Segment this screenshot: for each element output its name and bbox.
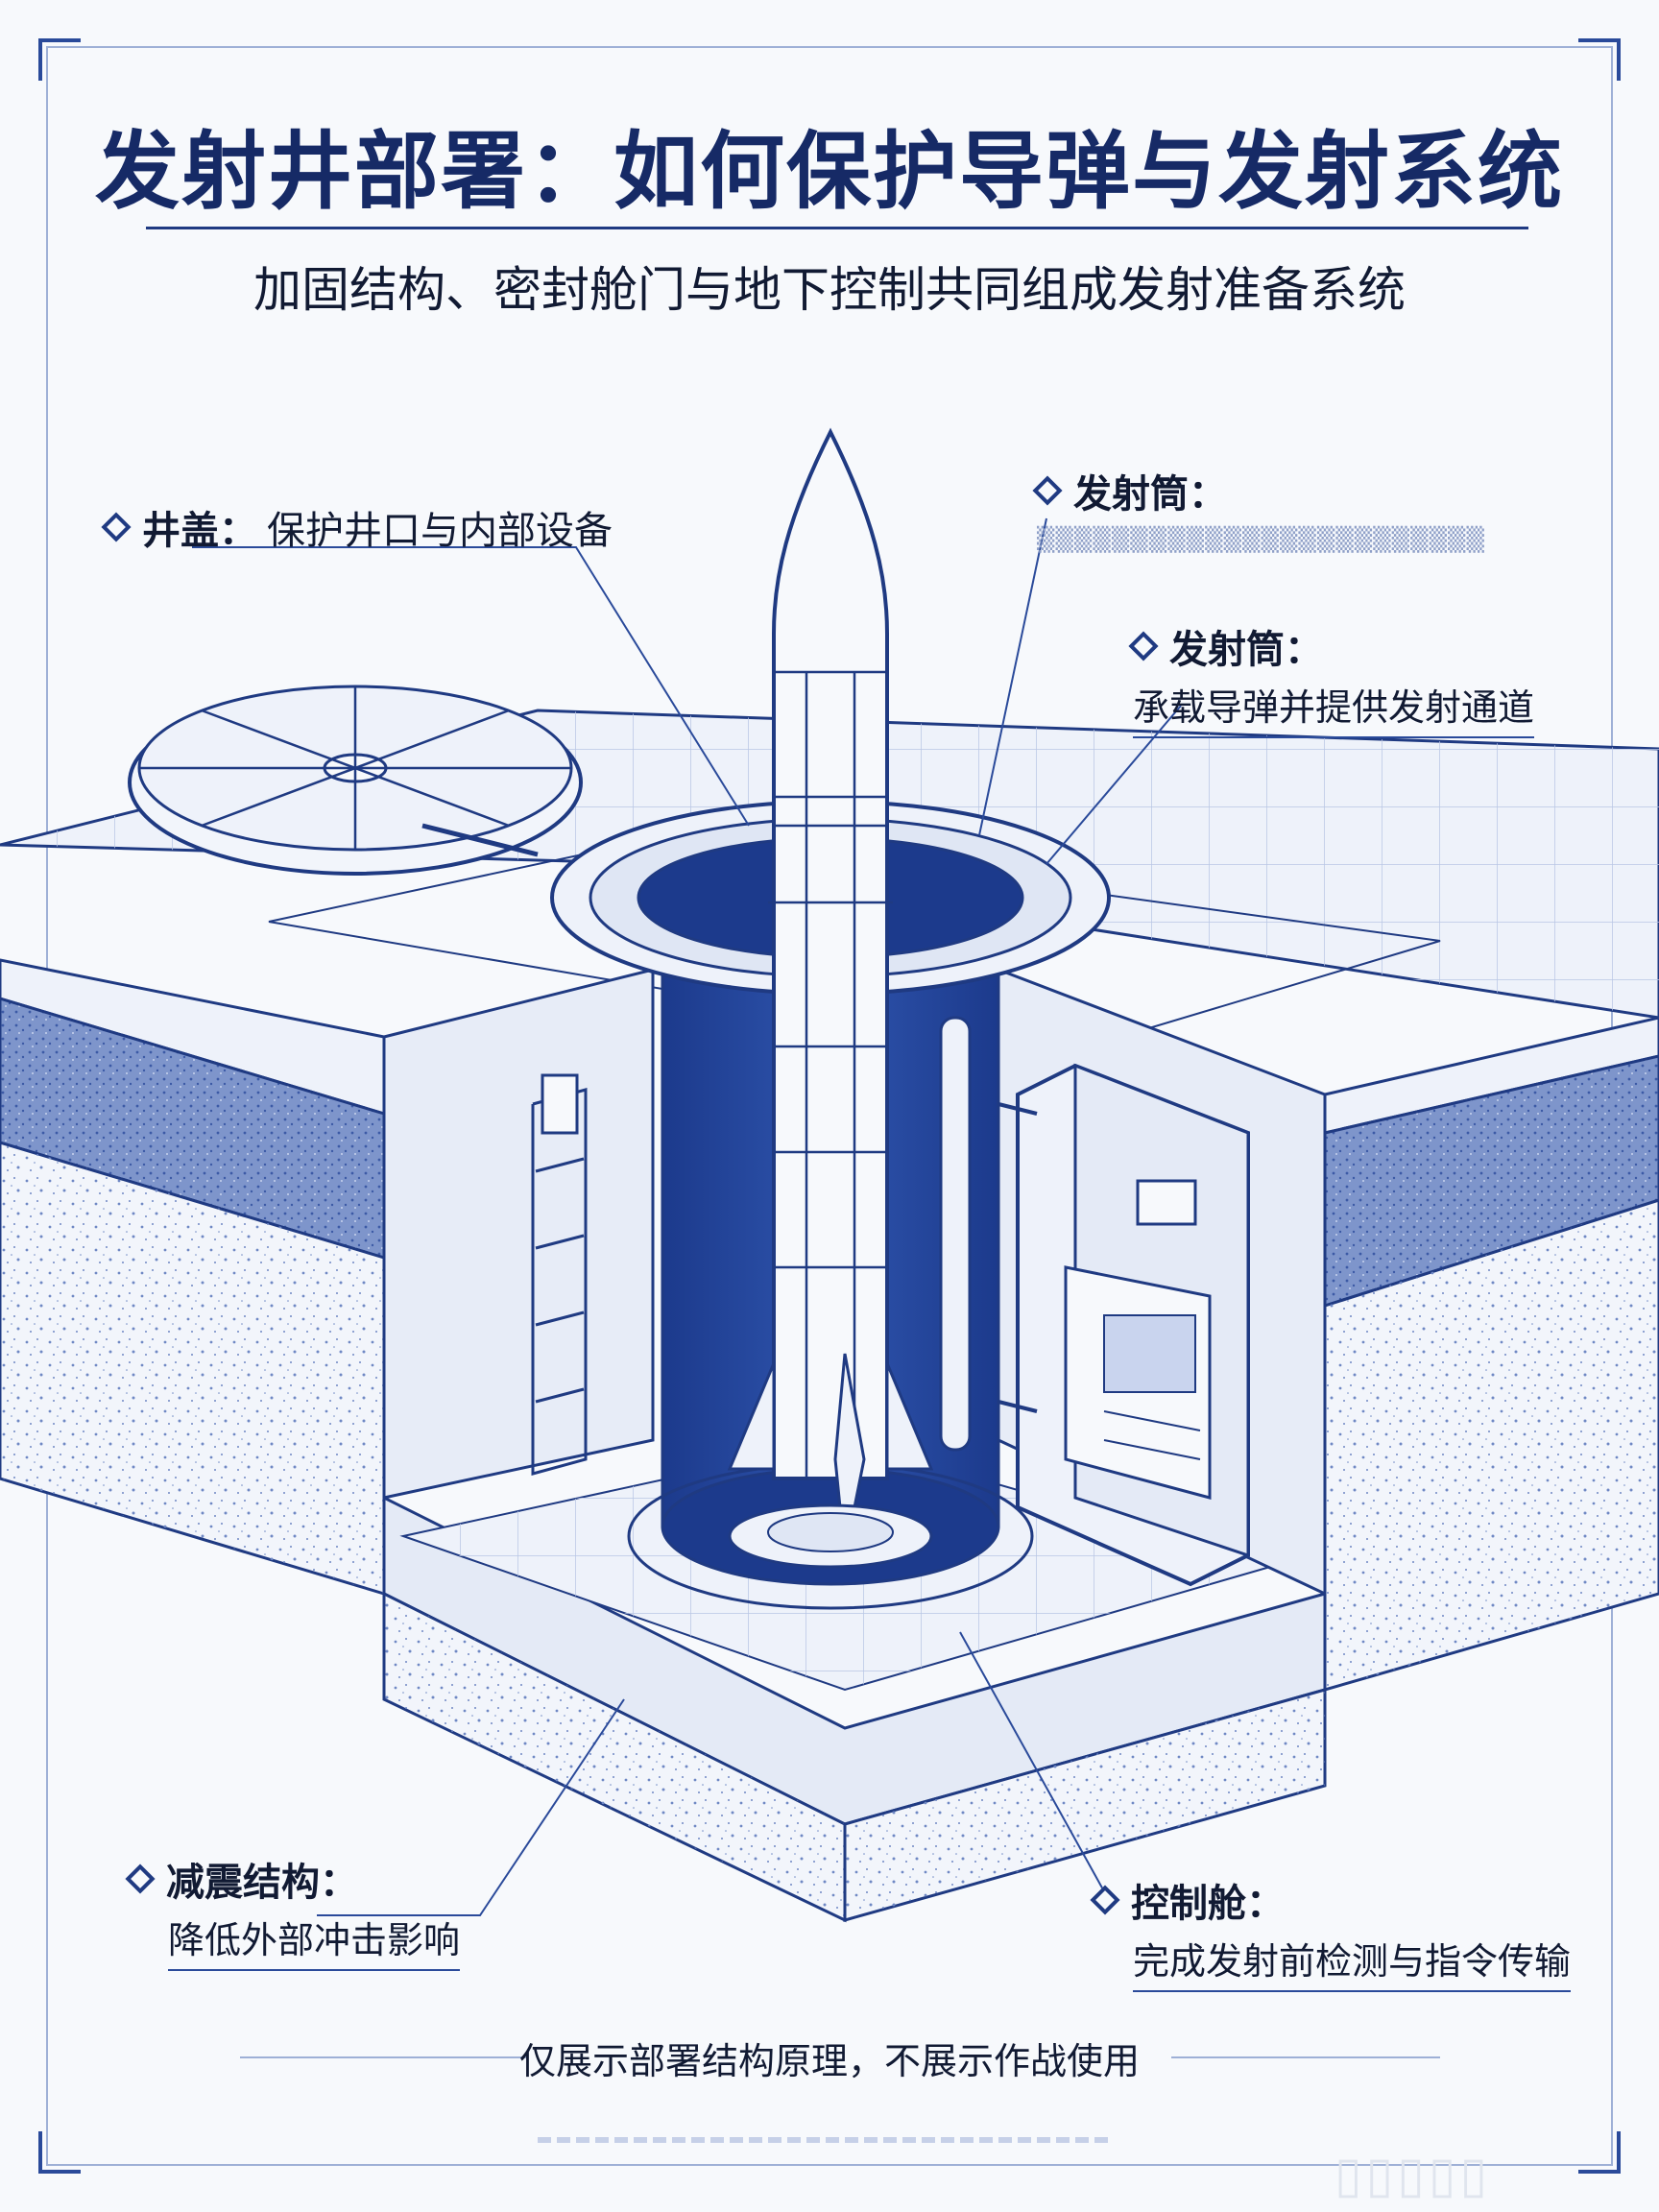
watermark: ▯▯▯▯▯	[1334, 2147, 1492, 2204]
missile	[727, 427, 934, 1569]
callout-underline	[168, 1969, 461, 1971]
diamond-bullet-icon	[1090, 1885, 1120, 1915]
callout-hatch-lid: 井盖：保护井口与内部设备	[101, 499, 613, 555]
callout-control-capsule: 控制舱： 完成发射前检测与指令传输	[1090, 1872, 1572, 1992]
title-divider	[146, 227, 1528, 229]
faded-caption: ▒▒▒▒▒▒▒▒▒▒▒▒▒▒▒▒▒▒▒▒▒▒▒▒	[1037, 526, 1485, 553]
diamond-bullet-icon	[1128, 631, 1159, 661]
page-subtitle: 加固结构、密封舱门与地下控制共同组成发射准备系统	[253, 262, 1406, 318]
corner-mark	[1578, 38, 1621, 81]
footer-disclaimer: 仅展示部署结构原理，不展示作战使用	[518, 2040, 1140, 2082]
callout-launch-tube: 发射筒： 承载导弹并提供发射通道	[1128, 618, 1535, 738]
ground-right-block	[1323, 1016, 1659, 1692]
diamond-bullet-icon	[125, 1863, 156, 1894]
callout-launch-tube-top: 发射筒： ▒▒▒▒▒▒▒▒▒▒▒▒▒▒▒▒▒▒▒▒▒▒▒▒	[1032, 463, 1485, 553]
leader-lines	[192, 517, 1182, 1916]
ladder	[531, 1073, 588, 1476]
corner-mark	[38, 2131, 81, 2174]
callout-underline	[1133, 1990, 1572, 1992]
callout-underline	[1133, 736, 1535, 738]
control-capsule	[998, 1063, 1250, 1587]
fine-print	[538, 2137, 1114, 2143]
callout-damping-structure: 减震结构： 降低外部冲击影响	[125, 1851, 461, 1971]
page-title: 发射井部署：如何保护导弹与发射系统	[94, 122, 1564, 221]
silo-hatch-lid	[128, 685, 583, 876]
corner-mark	[1578, 2131, 1621, 2174]
ground-left-block	[0, 958, 386, 1597]
corner-mark	[38, 38, 81, 81]
diamond-bullet-icon	[1032, 475, 1063, 506]
footer-rule-right	[1171, 2056, 1440, 2058]
diamond-bullet-icon	[101, 512, 132, 542]
footer-rule-left	[240, 2056, 528, 2058]
service-pipe	[939, 1016, 972, 1452]
